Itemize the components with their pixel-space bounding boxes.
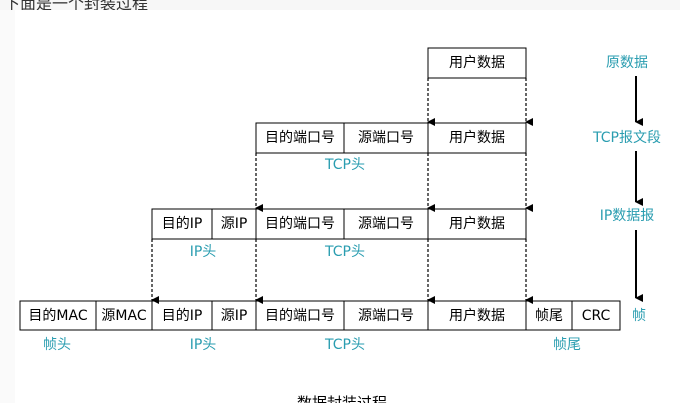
- label-tcp-header: TCP头: [324, 157, 365, 173]
- field-box: [571, 300, 621, 331]
- row-tcp-segment: 目的端口号 源端口号 用户数据 TCP头: [255, 122, 527, 173]
- field-dst-ip: 目的IP: [162, 308, 203, 324]
- dashed-arrows: [151, 78, 533, 304]
- field-src-ip: 源IP: [221, 308, 248, 324]
- field-src-ip: 源IP: [221, 216, 248, 232]
- field-box: [343, 122, 429, 154]
- field-crc: CRC: [582, 308, 611, 324]
- field-box: [343, 208, 429, 240]
- field-box: [255, 300, 345, 331]
- diagram-caption: 数据封装过程: [297, 394, 387, 403]
- label-ip-header: IP头: [190, 337, 217, 353]
- label-frame-header: 帧头: [43, 337, 71, 353]
- field-box: [525, 300, 573, 331]
- field-user-data: 用户数据: [449, 54, 505, 71]
- label-tcp-header: TCP头: [324, 337, 365, 353]
- field-dst-port: 目的端口号: [265, 216, 335, 232]
- field-dst-mac: 目的MAC: [28, 308, 87, 324]
- field-box: [427, 47, 527, 79]
- row-frame: 目的MAC 源MAC 目的IP 源IP 目的端口号 源端口号 用户数据 帧尾 C…: [19, 300, 621, 353]
- header-text: 下面是一个封装过程: [4, 0, 149, 10]
- field-frame-tail: 帧尾: [535, 308, 563, 324]
- field-box: [427, 122, 527, 154]
- row-ip-datagram: 目的IP 源IP 目的端口号 源端口号 用户数据 IP头 TCP头: [151, 208, 527, 260]
- field-src-port: 源端口号: [358, 216, 414, 232]
- field-box: [211, 300, 257, 331]
- left-margin: [0, 10, 15, 403]
- field-dst-port: 目的端口号: [265, 130, 335, 146]
- label-frame-tail: 帧尾: [553, 337, 581, 353]
- field-src-mac: 源MAC: [101, 308, 146, 324]
- field-dst-ip: 目的IP: [162, 216, 203, 232]
- field-box: [343, 300, 429, 331]
- field-dst-port: 目的端口号: [265, 308, 335, 324]
- field-box: [255, 208, 345, 240]
- label-ip-header: IP头: [190, 244, 217, 260]
- stage-tcp-segment: TCP报文段: [592, 130, 661, 146]
- field-box: [427, 300, 527, 331]
- field-user-data: 用户数据: [449, 307, 505, 324]
- stage-frame: 帧: [632, 308, 646, 324]
- field-src-port: 源端口号: [358, 130, 414, 146]
- field-src-port: 源端口号: [358, 308, 414, 324]
- field-box: [211, 208, 257, 240]
- field-box: [427, 208, 527, 240]
- field-user-data: 用户数据: [449, 129, 505, 146]
- stage-original-data: 原数据: [606, 55, 648, 71]
- field-user-data: 用户数据: [449, 215, 505, 232]
- stage-column: 原数据 TCP报文段 IP数据报 帧: [592, 55, 661, 324]
- field-box: [95, 300, 153, 331]
- label-tcp-header: TCP头: [324, 244, 365, 260]
- row-original-data: 用户数据: [427, 47, 527, 79]
- stage-ip-datagram: IP数据报: [600, 208, 655, 224]
- header-bar: 下面是一个封装过程: [0, 0, 680, 10]
